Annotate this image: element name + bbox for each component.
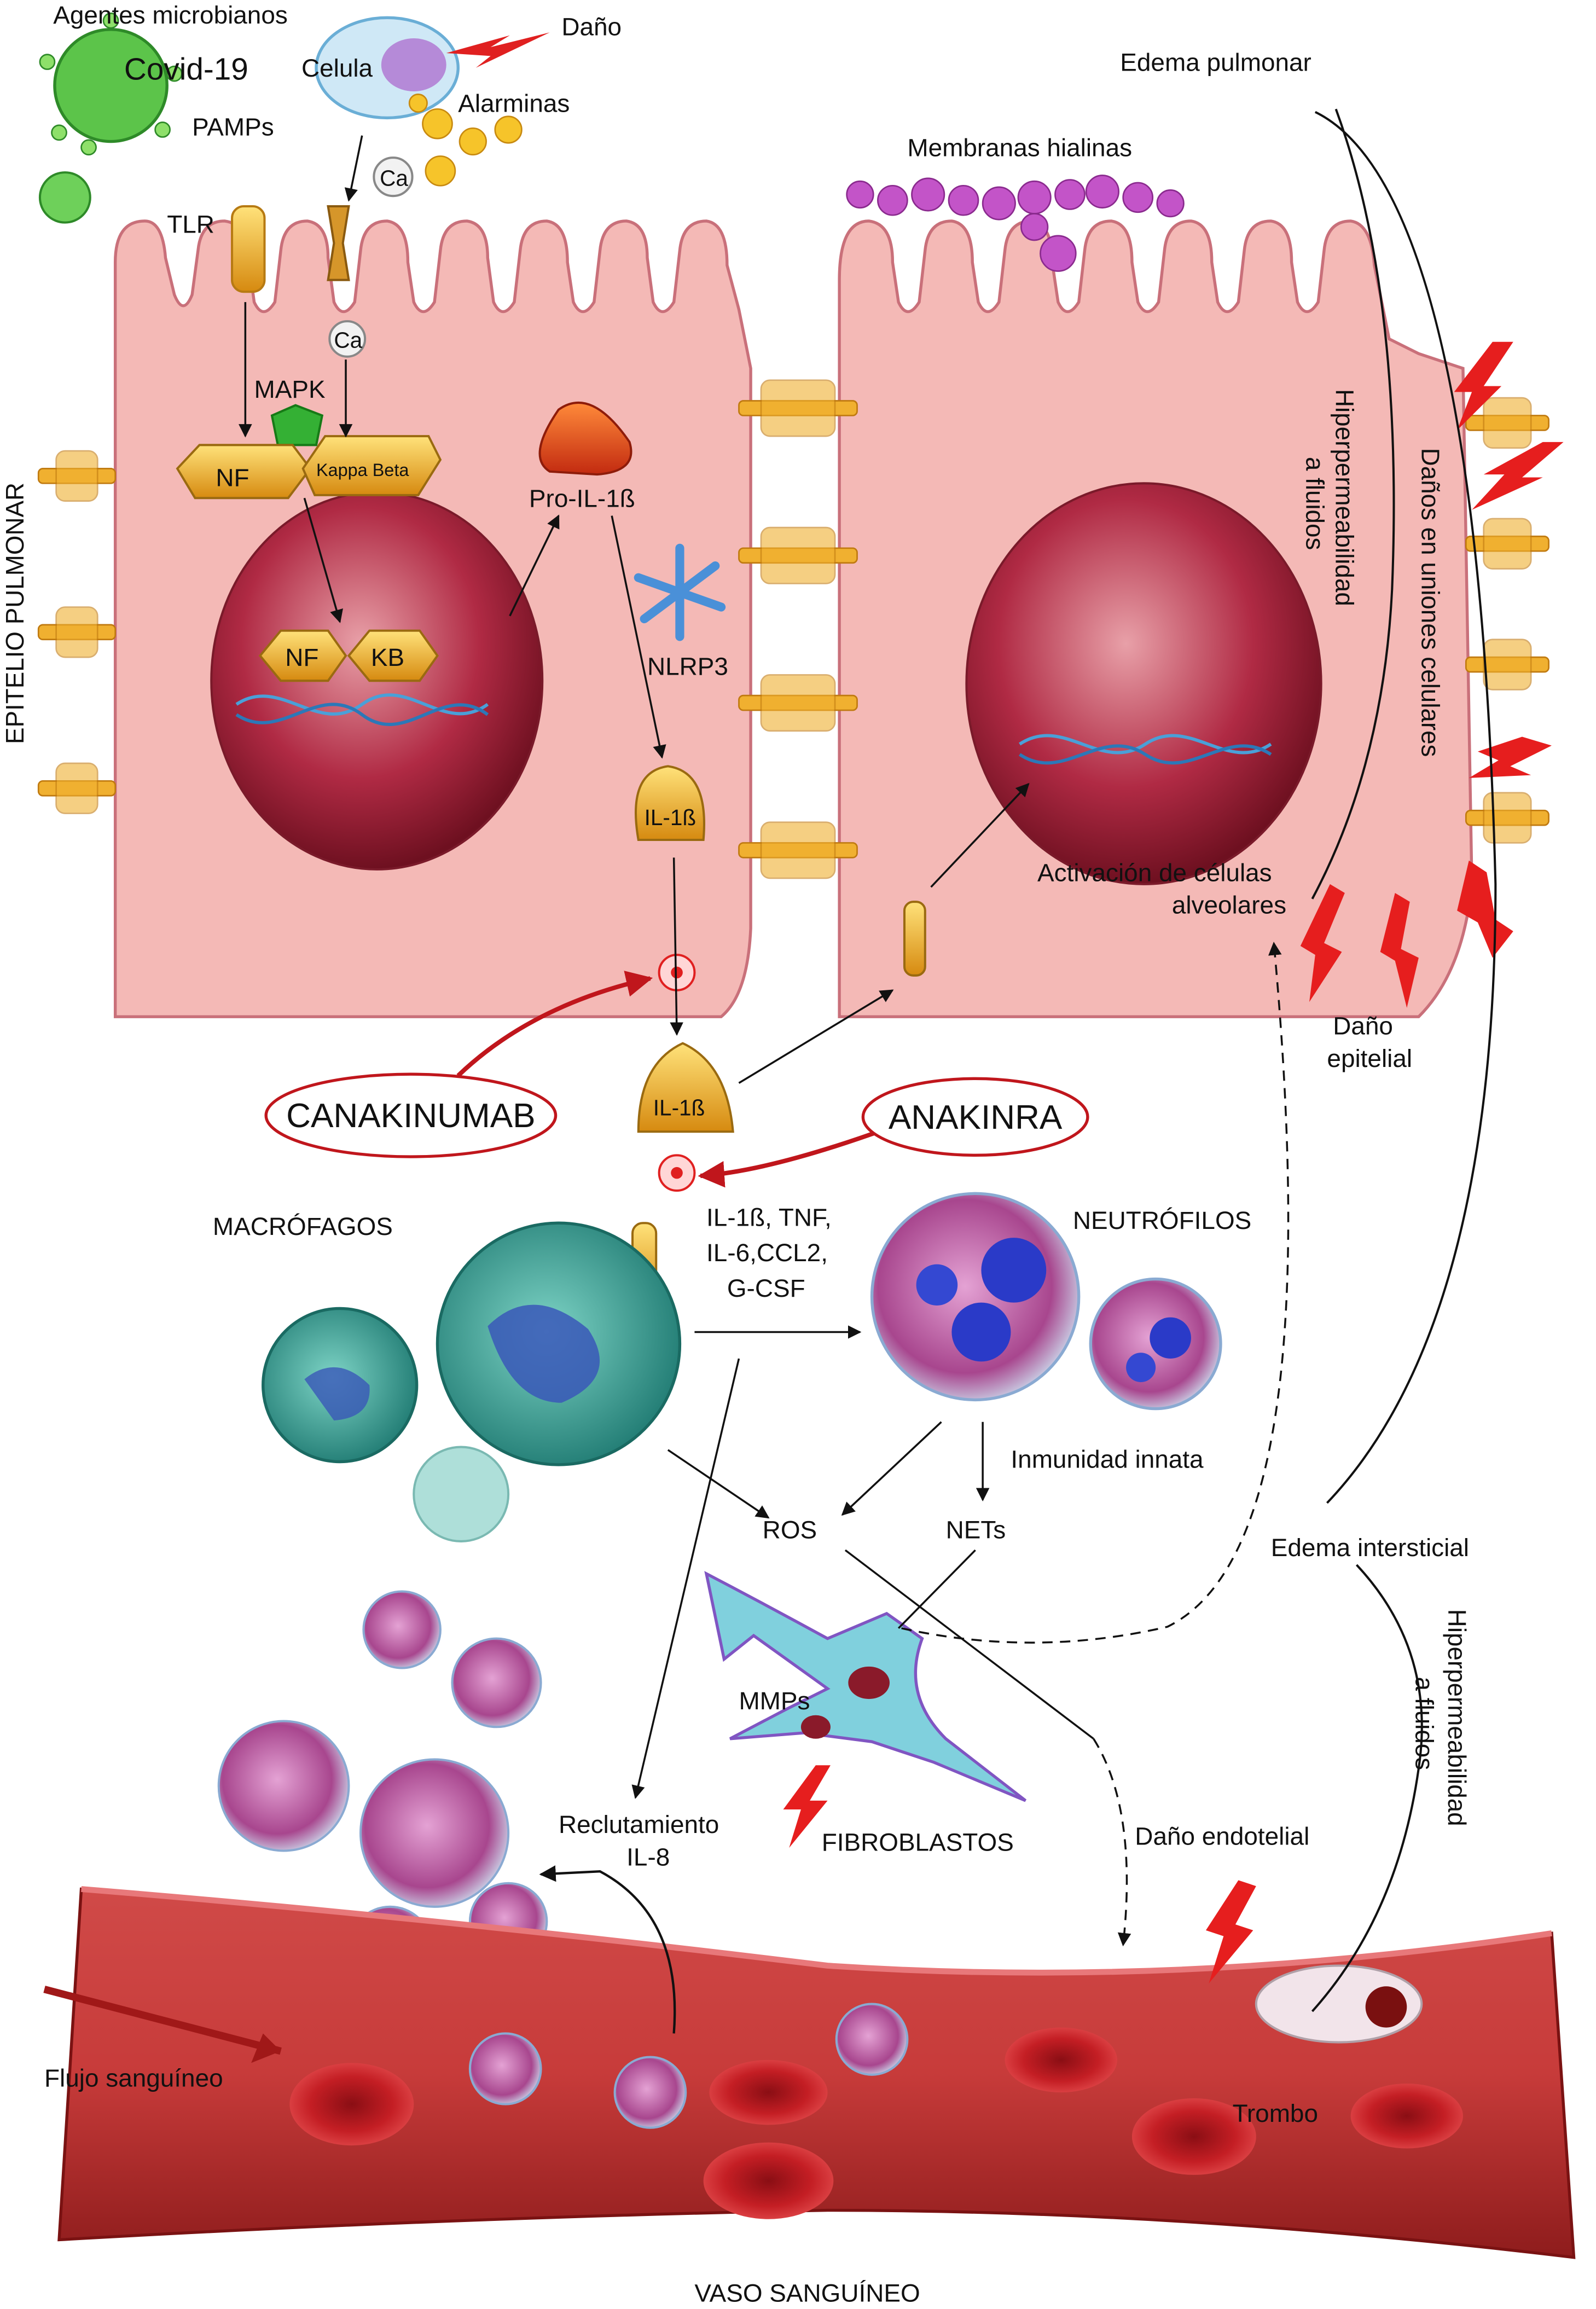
label-mmps: MMPs (739, 1687, 810, 1715)
fibroblasts-icon (704, 1571, 1027, 1802)
neutrophil-small-icon (1089, 1277, 1222, 1411)
label-alarminas: Alarminas (458, 90, 570, 118)
label-ca-inner: Ca (334, 328, 362, 353)
label-nlrp3: NLRP3 (647, 652, 728, 680)
label-hiperperm-1b: a fluidos (1301, 457, 1329, 550)
label-nf-top: NF (216, 464, 249, 492)
calcium-ion-top-icon (373, 156, 414, 198)
label-kappa-beta: Kappa Beta (316, 460, 409, 480)
vessel-neutrophils-icons (468, 2003, 909, 2129)
label-mapk: MAPK (254, 375, 326, 403)
lightning-icon (446, 32, 550, 68)
label-hiperperm-2b: a fluidos (1410, 1677, 1438, 1770)
label-danos-uniones: Daños en uniones celulares (1416, 448, 1444, 757)
neutrophil-large-icon (870, 1192, 1081, 1402)
epithelial-cell-left (113, 219, 752, 1018)
fibroblast-damage-lightning-icon (783, 1765, 831, 1848)
covid-virus-icon (39, 12, 183, 156)
nf-kb-nucleus-icon (258, 629, 439, 682)
label-activacion-1: Activación de células (1037, 859, 1272, 887)
label-nets: NETs (946, 1516, 1006, 1544)
il1b-cell-icon (634, 765, 705, 842)
label-vaso: VASO SANGUÍNEO (694, 2279, 920, 2307)
label-flujo: Flujo sanguíneo (44, 2064, 223, 2092)
damaged-cell-icon (315, 16, 460, 120)
label-membranas: Membranas hialinas (907, 134, 1132, 162)
nlrp3-icon (634, 543, 726, 641)
label-il1b-cell: IL-1ß (645, 805, 697, 830)
label-citoquinas-1: IL-1ß, TNF, (706, 1204, 832, 1232)
anakinra-badge (861, 1077, 1089, 1157)
label-citoquinas-3: G-CSF (727, 1274, 805, 1302)
calcium-ion-inner-icon (328, 320, 367, 358)
label-celula: Celula (301, 54, 373, 82)
label-il1b-mid: IL-1ß (653, 1095, 705, 1121)
epithelial-damage-lightning-icons (1300, 341, 1564, 1008)
label-tlr: TLR (167, 211, 214, 239)
label-reclutamiento-2: IL-8 (626, 1843, 670, 1871)
mapk-icon (270, 404, 324, 446)
label-reclutamiento-1: Reclutamiento (559, 1811, 719, 1838)
label-kb-nucleus: KB (371, 643, 404, 671)
calcium-channel-icon (327, 205, 350, 281)
label-inmunidad: Inmunidad innata (1011, 1445, 1204, 1473)
label-hiperperm-2a: Hiperpermeabilidad (1443, 1609, 1471, 1826)
label-edema-intersticial: Edema intersticial (1271, 1534, 1469, 1562)
label-agentes: Agentes microbianos (53, 1, 288, 29)
pathway-arrows (239, 135, 1094, 2034)
label-edema-pulmonar: Edema pulmonar (1120, 48, 1311, 76)
label-macrofagos: MACRÓFAGOS (213, 1212, 393, 1240)
tlr-receptor-icon (231, 205, 266, 293)
label-nf-nucleus: NF (285, 643, 318, 671)
macrophage-faint-icon (413, 1446, 510, 1542)
label-canakinumab: CANAKINUMAB (286, 1097, 536, 1135)
label-dano-epitelial-1: Daño (1333, 1012, 1393, 1040)
tight-junctions (37, 379, 1549, 879)
label-pamps: PAMPs (192, 113, 274, 141)
alarmins-icon (408, 94, 523, 187)
label-ca-top: Ca (380, 165, 408, 190)
canakinumab-badge (264, 1072, 558, 1158)
label-anakinra: ANAKINRA (889, 1099, 1063, 1136)
dashed-arrows (901, 942, 1290, 1947)
label-covid: Covid-19 (124, 52, 248, 86)
label-neutrofilos: NEUTRÓFILOS (1073, 1206, 1251, 1234)
epithelial-cell-right (838, 219, 1473, 1018)
label-ros: ROS (763, 1516, 817, 1544)
label-fibroblastos: FIBROBLASTOS (822, 1829, 1014, 1857)
pro-il1b-icon (538, 401, 632, 476)
label-hiperperm-1a: Hiperpermeabilidad (1331, 389, 1359, 606)
label-dano-epitelial-2: epitelial (1327, 1045, 1412, 1072)
label-dano-endotelial: Daño endotelial (1135, 1823, 1309, 1850)
label-pro-il1b: Pro-IL-1ß (529, 484, 635, 512)
macrophage-small-icon (262, 1307, 419, 1464)
label-trombo: Trombo (1233, 2099, 1318, 2127)
block-marker-bottom-icon (658, 1154, 696, 1192)
il1b-mid-icon (637, 1042, 734, 1133)
label-epitelio: EPITELIO PULMONAR (1, 483, 29, 744)
label-dano: Daño (561, 13, 622, 41)
endothelial-damage-lightning-icon (1205, 1880, 1256, 1983)
macrophage-large-icon (436, 1221, 682, 1466)
cell-receptor-icon (903, 901, 926, 977)
label-activacion-2: alveolares (1172, 891, 1286, 919)
nf-kb-complex-icon (176, 435, 442, 500)
red-blood-cells-icons (289, 2027, 1463, 2219)
edema-lines (1311, 108, 1497, 2012)
label-citoquinas-2: IL-6,CCL2, (706, 1239, 828, 1267)
drug-arrows (456, 971, 887, 1188)
thrombus-icon (1255, 1964, 1423, 2044)
small-virus-icon (38, 171, 91, 224)
hyaline-membranes-icon (846, 175, 1185, 272)
blood-flow-arrow-icon (43, 1986, 282, 2063)
